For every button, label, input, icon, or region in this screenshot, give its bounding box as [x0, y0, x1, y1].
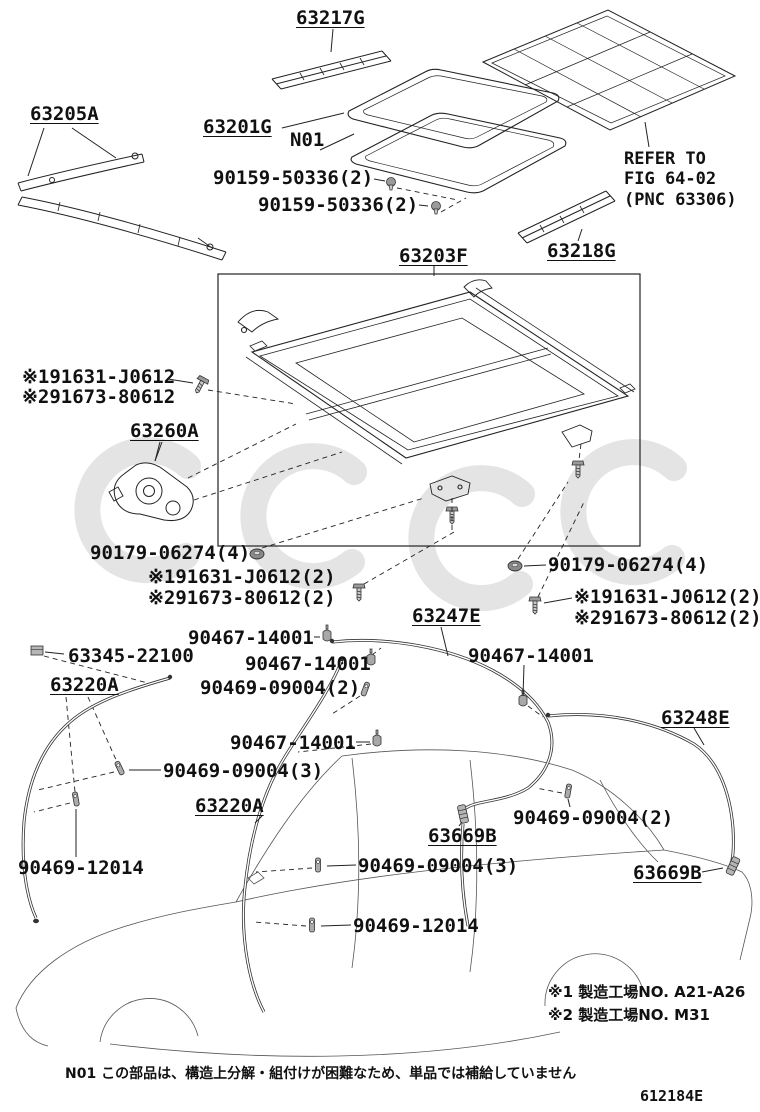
grommet-90179-left-icon	[249, 548, 265, 560]
callout-191631-J0612: ※191631-J0612	[22, 366, 176, 388]
callout-90159-a: 90159-50336(2)	[213, 167, 374, 189]
dashed-lines	[33, 187, 585, 927]
rail-63217G-drawing	[271, 28, 392, 90]
callout-191631-left: ※191631-J0612(2)	[148, 566, 336, 588]
glass-63201G-drawing	[281, 68, 567, 207]
callout-N01: N01	[290, 129, 325, 151]
callout-291673-left: ※291673-80612(2)	[148, 587, 336, 609]
callout-90467-b: 90467-14001	[245, 653, 371, 675]
callout-90179-left: 90179-06274(4)	[90, 542, 251, 564]
bolt-191631-icon	[190, 374, 210, 397]
callout-63217G: 63217G	[296, 7, 365, 29]
watermark	[74, 437, 687, 612]
leader-lines-mid	[154, 378, 573, 604]
leader-lines-hoses	[44, 626, 724, 927]
callout-90467-d: 90467-14001	[230, 732, 356, 754]
callout-63203F: 63203F	[399, 245, 468, 267]
doc-number: 612184E	[640, 1087, 704, 1105]
refer-line-3: (PNC 63306)	[624, 189, 737, 210]
callout-63669B-mid: 63669B	[428, 825, 497, 847]
housing-63203F-drawing	[217, 265, 641, 547]
grommet-90179-right-icon	[507, 560, 523, 572]
callout-63220A-left: 63220A	[50, 674, 119, 696]
callout-191631-right: ※191631-J0612(2)	[574, 586, 760, 608]
callout-63220A-mid: 63220A	[195, 795, 264, 817]
callout-63247E: 63247E	[412, 605, 481, 627]
bolt-191631-left-icon	[352, 583, 366, 602]
refer-line-1: REFER TO	[624, 149, 706, 169]
callout-63345: 63345-22100	[68, 645, 194, 667]
callout-63669B-right: 63669B	[633, 862, 702, 884]
clamp-90469-icon-e	[315, 857, 321, 873]
clamp-90469-icon-c	[564, 783, 573, 799]
refer-line-2: FIG 64-02	[624, 169, 717, 190]
callout-90469-3b: 90469-09004(3)	[358, 855, 519, 877]
callout-90469-12014-a: 90469-12014	[18, 857, 144, 879]
bolt-191631-right-icon	[528, 596, 542, 615]
callout-90469-3a: 90469-09004(3)	[163, 760, 324, 782]
clamp-90469-icon-b	[113, 760, 126, 776]
frame-63205A-drawing	[17, 127, 227, 261]
callout-291673-right: ※291673-80612(2)	[574, 607, 760, 629]
clip-90467-icon-d	[372, 729, 382, 747]
callout-90469-2b: 90469-09004(2)	[513, 807, 674, 829]
clamp-90469-12014-icon-a	[71, 791, 80, 807]
motor-63260A-drawing	[108, 441, 194, 521]
callout-90467-c: 90467-14001	[468, 645, 594, 667]
callout-90159-b: 90159-50336(2)	[258, 194, 419, 216]
callout-63248E: 63248E	[661, 707, 730, 729]
callout-63205A: 63205A	[30, 103, 99, 125]
clamp-90469-icon-a	[360, 681, 371, 697]
callout-63218G: 63218G	[547, 240, 616, 262]
clamp-90469-12014-icon-b	[309, 917, 315, 933]
sunshade-panel-drawing	[481, 9, 737, 148]
clip-90467-icon-a	[322, 624, 332, 642]
callout-90179-right: 90179-06274(4)	[548, 554, 709, 576]
callout-63201G: 63201G	[203, 116, 272, 138]
callout-291673-80612: ※291673-80612	[22, 386, 176, 408]
factory-note-1: ※1 製造工場NO. A21-A26	[548, 983, 746, 1001]
callout-90469-12014-b: 90469-12014	[353, 915, 479, 937]
footnote-n01: N01 この部品は、構造上分解・組付けが困難なため、単品では補給していません	[65, 1066, 577, 1082]
refer-note: REFER TO FIG 64-02 (PNC 63306)	[624, 149, 737, 210]
factory-note-2: ※2 製造工場NO. M31	[548, 1006, 710, 1024]
callout-90469-2a: 90469-09004(2)	[200, 677, 361, 699]
drain-hoses	[21, 638, 735, 1013]
callout-63260A: 63260A	[130, 420, 199, 442]
clip-63345-icon	[30, 645, 44, 656]
grommet-90159-icon-b	[431, 201, 441, 215]
grommet-90159-icon-a	[386, 177, 396, 191]
rail-63218G-drawing	[517, 190, 616, 244]
callout-90467-a: 90467-14001	[188, 627, 314, 649]
